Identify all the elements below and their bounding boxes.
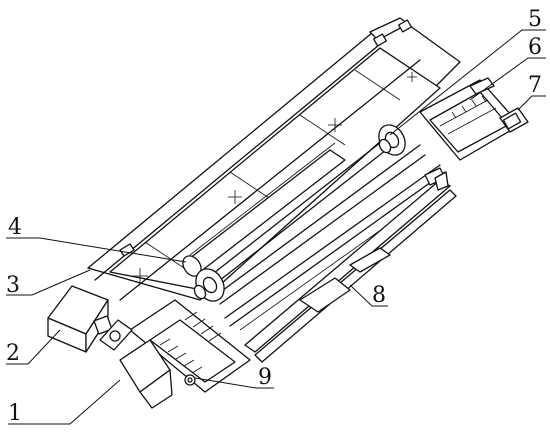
callout-1: 1 bbox=[8, 401, 22, 426]
roller-belt-assembly bbox=[182, 124, 449, 331]
right-rail bbox=[419, 77, 529, 161]
callout-2: 2 bbox=[6, 341, 20, 366]
left-end-frame bbox=[119, 339, 196, 409]
callout-5: 5 bbox=[528, 7, 542, 32]
callout-8: 8 bbox=[372, 283, 386, 308]
callout-9: 9 bbox=[258, 365, 272, 390]
motor-box bbox=[47, 285, 133, 353]
callout-4: 4 bbox=[8, 215, 22, 240]
callouts: 1 2 3 4 5 6 7 8 9 bbox=[6, 7, 542, 426]
upper-trough bbox=[87, 17, 461, 301]
callout-3: 3 bbox=[6, 273, 20, 298]
callout-7: 7 bbox=[528, 73, 542, 98]
lower-frame bbox=[129, 167, 457, 393]
leader-lines bbox=[6, 29, 546, 425]
callout-6: 6 bbox=[528, 35, 542, 60]
